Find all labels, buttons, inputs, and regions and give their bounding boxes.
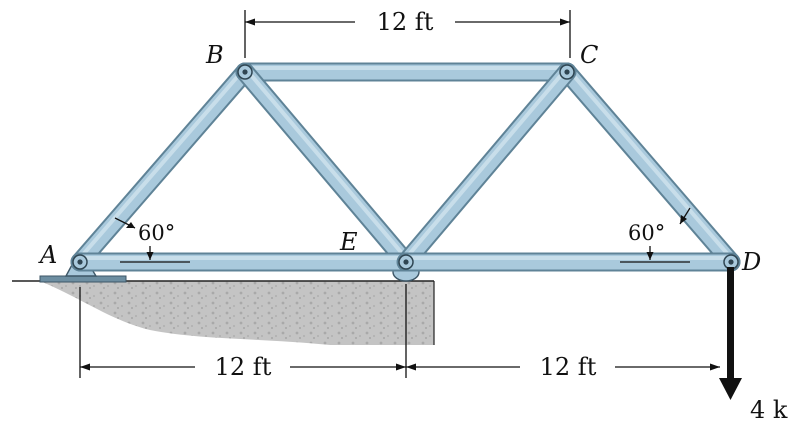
load-arrow: 4 k: [719, 267, 788, 424]
pin-b: [237, 64, 253, 80]
dimension-label-ae: 12 ft: [215, 353, 272, 381]
member-cd: [557, 62, 741, 272]
dimension-label-ed: 12 ft: [540, 353, 597, 381]
node-label-d: D: [741, 248, 761, 276]
truss-members: [70, 62, 741, 272]
member-ec: [396, 62, 577, 272]
pin-a: [72, 254, 88, 270]
angle-marker-a: 60°: [114, 217, 190, 263]
dimension-label-bc: 12 ft: [377, 8, 434, 36]
dimension-bottom: 12 ft 12 ft: [79, 284, 720, 381]
angle-label-d: 60°: [628, 221, 665, 245]
member-bc: [235, 62, 577, 82]
pin-d: [723, 254, 739, 270]
member-be: [235, 62, 416, 272]
node-label-a: A: [38, 241, 57, 269]
pin-c: [559, 64, 575, 80]
node-label-e: E: [339, 228, 358, 256]
node-label-c: C: [580, 41, 598, 69]
angle-label-a: 60°: [138, 221, 175, 245]
node-label-b: B: [205, 41, 224, 69]
load-label: 4 k: [750, 396, 788, 424]
member-ab: [70, 62, 255, 272]
angle-marker-d: 60°: [620, 207, 691, 263]
pin-e: [398, 254, 414, 270]
joint-pins: [72, 64, 739, 270]
ground: [12, 280, 435, 345]
dimension-top: 12 ft: [244, 8, 571, 58]
